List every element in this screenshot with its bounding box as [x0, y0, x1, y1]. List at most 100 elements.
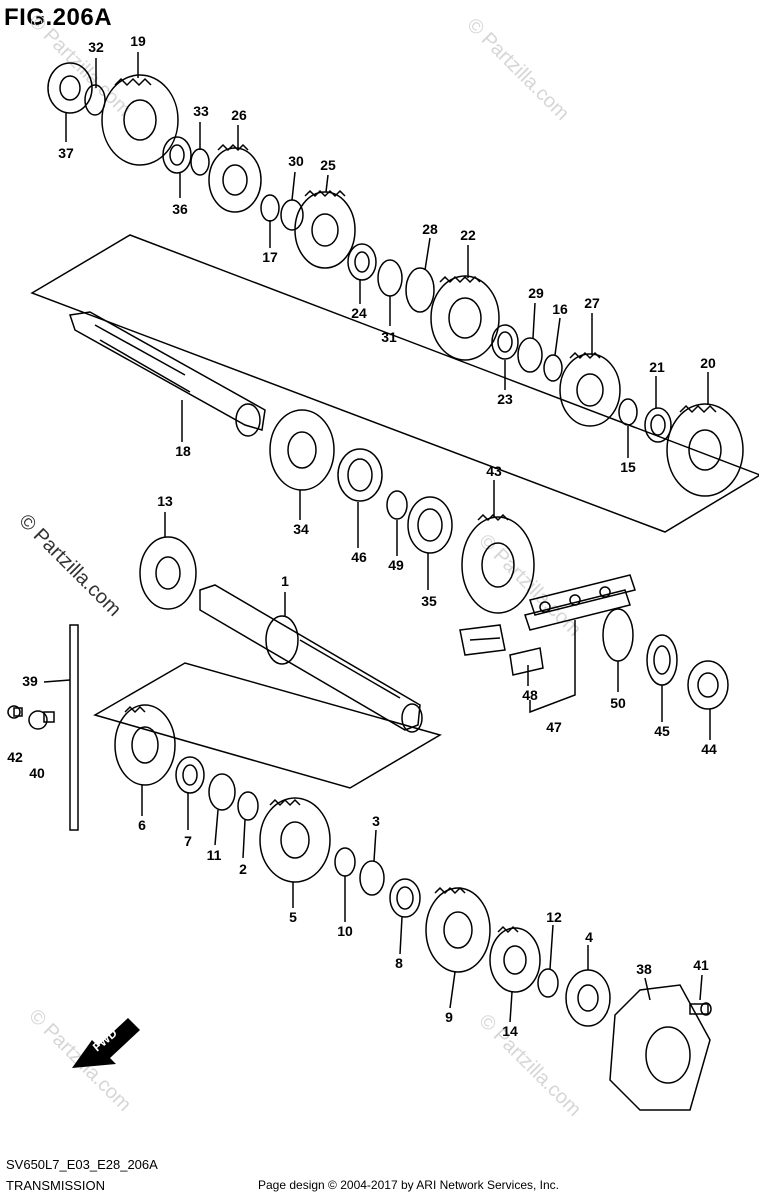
callout-16: 16 [552, 301, 568, 317]
bearing-34 [269, 409, 335, 491]
model-code: SV650L7_E03_E28_206A [6, 1157, 158, 1172]
gear-20 [666, 403, 744, 497]
washer-30 [280, 199, 304, 231]
bushing-8 [389, 878, 421, 918]
chain-joint-48 [459, 624, 544, 676]
callout-41: 41 [693, 957, 709, 973]
copyright-notice: Page design © 2004-2017 by ARI Network S… [258, 1178, 560, 1192]
lock-washer-45 [646, 634, 678, 686]
callout-19: 19 [130, 33, 146, 49]
callout-27: 27 [584, 295, 600, 311]
gear-19 [101, 74, 179, 166]
callout-40: 40 [29, 765, 45, 781]
callout-47: 47 [546, 719, 562, 735]
callout-18: 18 [175, 443, 191, 459]
driveshaft-frame [93, 662, 442, 789]
callout-17: 17 [262, 249, 278, 265]
bearing-13 [139, 536, 197, 610]
circlip-16 [543, 354, 563, 382]
callout-5: 5 [289, 909, 297, 925]
bushing-21 [644, 407, 672, 443]
bushing-24 [347, 243, 377, 281]
callout-30: 30 [288, 153, 304, 169]
callout-21: 21 [649, 359, 665, 375]
washer-31 [377, 259, 403, 297]
bearing-12 [565, 969, 611, 1027]
circlip-15 [618, 398, 638, 426]
callout-bracket-47 [529, 620, 576, 714]
callout-24: 24 [351, 305, 367, 321]
callout-6: 6 [138, 817, 146, 833]
callout-23: 23 [497, 391, 513, 407]
callout-32: 32 [88, 39, 104, 55]
callout-7: 7 [184, 833, 192, 849]
shift-rod-39 [69, 624, 79, 831]
gear-6 [114, 704, 176, 786]
callout-50: 50 [610, 695, 626, 711]
callout-8: 8 [395, 955, 403, 971]
callout-39: 39 [22, 673, 38, 689]
callout-1: 1 [281, 573, 289, 589]
stopper-40 [28, 710, 55, 730]
washer-33 [190, 148, 210, 176]
gear-5 [259, 797, 331, 883]
callout-37: 37 [58, 145, 74, 161]
callout-31: 31 [381, 329, 397, 345]
gear-22 [430, 275, 500, 361]
callout-11: 11 [207, 847, 222, 863]
countershaft-18 [69, 311, 266, 437]
washer-29 [517, 337, 543, 373]
collar-46 [337, 448, 383, 502]
callout-26: 26 [231, 107, 247, 123]
callout-2: 2 [239, 861, 247, 877]
drive-chain-47 [524, 574, 636, 631]
circlip-17 [260, 194, 280, 222]
callout-38: 38 [636, 961, 652, 977]
circlip-2 [237, 791, 259, 821]
callout-48: 48 [522, 687, 538, 703]
fwd-arrow: FWD [72, 1018, 140, 1068]
callout-35: 35 [421, 593, 437, 609]
callout-28: 28 [422, 221, 438, 237]
callout-46: 46 [351, 549, 367, 565]
gear-25 [294, 189, 356, 269]
callout-33: 33 [193, 103, 209, 119]
bolt-41 [689, 1002, 712, 1016]
bushing-7 [175, 756, 205, 794]
callout-36: 36 [172, 201, 188, 217]
bearing-retainer-38 [609, 984, 711, 1111]
washer-32 [84, 84, 106, 116]
callout-13: 13 [157, 493, 173, 509]
section-name: TRANSMISSION [6, 1178, 105, 1193]
oil-seal-35 [407, 496, 453, 554]
callout-43: 43 [486, 463, 502, 479]
driveshaft-1 [199, 584, 423, 733]
callout-25: 25 [320, 157, 336, 173]
bushing-23 [491, 324, 519, 360]
gear-9 [425, 886, 491, 973]
callout-45: 45 [654, 723, 670, 739]
washer-10 [359, 860, 385, 896]
callout-9: 9 [445, 1009, 453, 1025]
circlip-3 [334, 847, 356, 877]
callout-22: 22 [460, 227, 476, 243]
callout-44: 44 [701, 741, 717, 757]
bearing-37 [47, 62, 93, 114]
gear-27 [559, 351, 621, 427]
gear-4 [489, 925, 541, 993]
callout-12: 12 [546, 909, 562, 925]
callout-15: 15 [620, 459, 636, 475]
callout-42: 42 [7, 749, 23, 765]
callout-10: 10 [337, 923, 353, 939]
callout-34: 34 [293, 521, 309, 537]
nut-44 [687, 660, 729, 710]
bolt-42 [7, 705, 23, 719]
sprocket-43 [461, 513, 535, 614]
washer-28 [405, 267, 435, 313]
callout-3: 3 [372, 813, 380, 829]
callout-14: 14 [502, 1023, 518, 1039]
bushing-36 [162, 136, 192, 174]
